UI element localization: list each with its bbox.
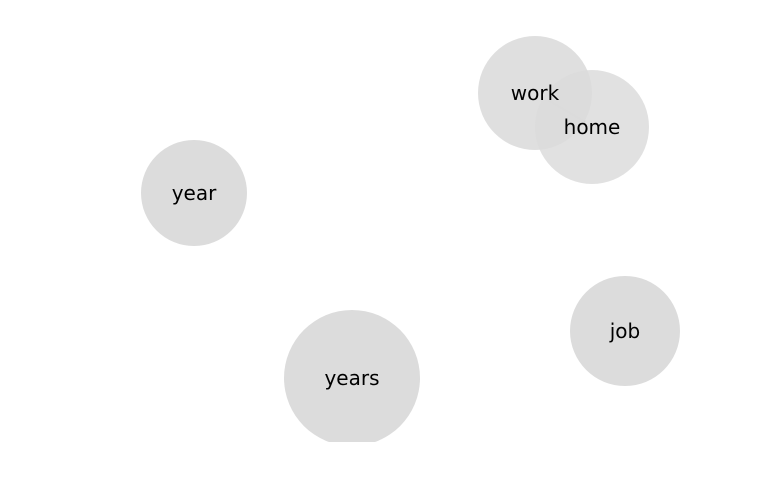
node-years-label: years	[324, 366, 379, 390]
node-job-label: job	[609, 319, 641, 343]
node-years	[284, 310, 420, 442]
node-year-label: year	[172, 181, 217, 205]
node-work-label: work	[511, 81, 560, 105]
node-year	[141, 140, 247, 246]
node-job-circle	[570, 276, 680, 386]
node-home-label: home	[564, 115, 621, 139]
node-home	[535, 70, 649, 184]
node-home-circle	[535, 70, 649, 184]
node-job	[570, 276, 680, 386]
node-year-circle	[141, 140, 247, 246]
node-years-circle	[284, 310, 420, 442]
